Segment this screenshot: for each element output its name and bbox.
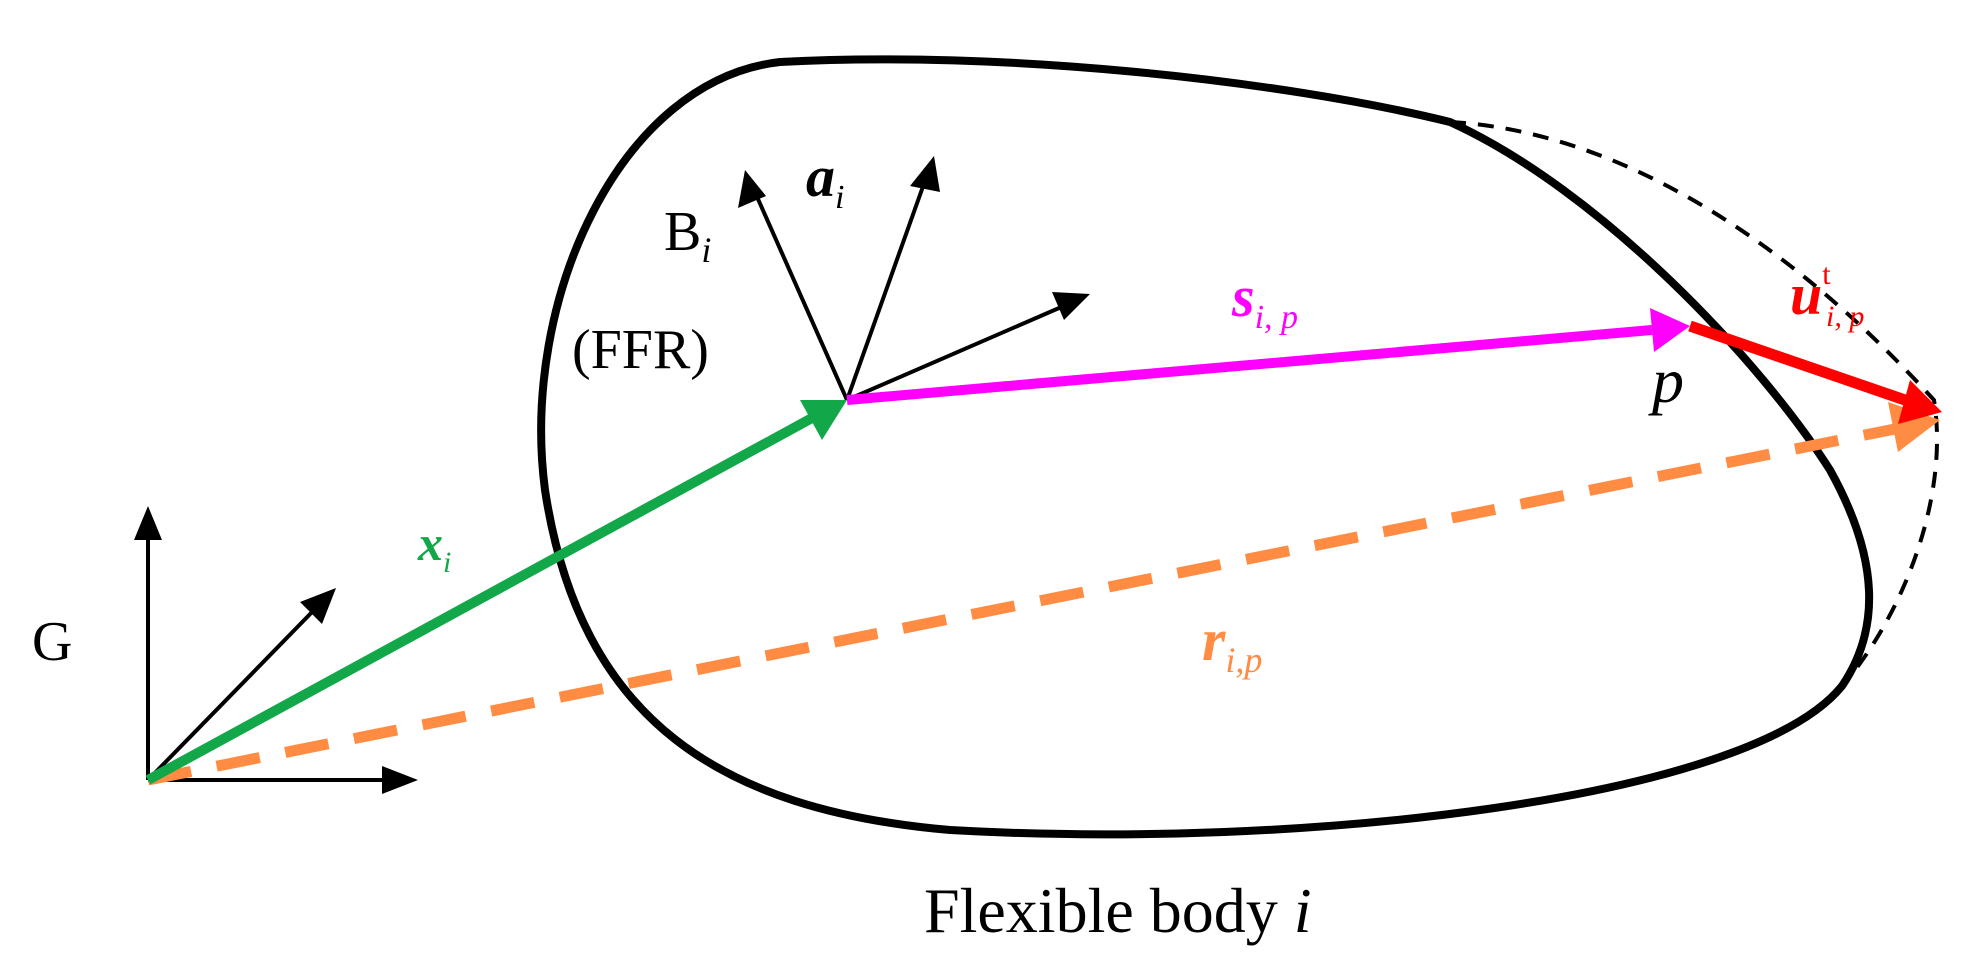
r-vector [146, 402, 1940, 786]
figure-caption: Flexible body i [924, 875, 1312, 946]
point-p-label: p [1648, 345, 1684, 416]
deformed-outline [1449, 120, 1939, 688]
x-vector [145, 400, 847, 785]
s-vector [846, 308, 1690, 405]
global-frame-label: G [32, 611, 72, 673]
ffr-label: (FFR) [572, 319, 709, 381]
body-frame-label: Bi [664, 201, 711, 270]
u-vector [1688, 320, 1942, 424]
s-vector-label: si, p [1231, 264, 1298, 336]
flexible-body-outline [537, 55, 1874, 839]
global-frame-axes [134, 506, 418, 794]
a-label: ai [806, 144, 844, 216]
body-frame-axes [738, 156, 1090, 402]
r-vector-label: ri,p [1202, 607, 1262, 680]
x-vector-label: xi [417, 515, 451, 579]
